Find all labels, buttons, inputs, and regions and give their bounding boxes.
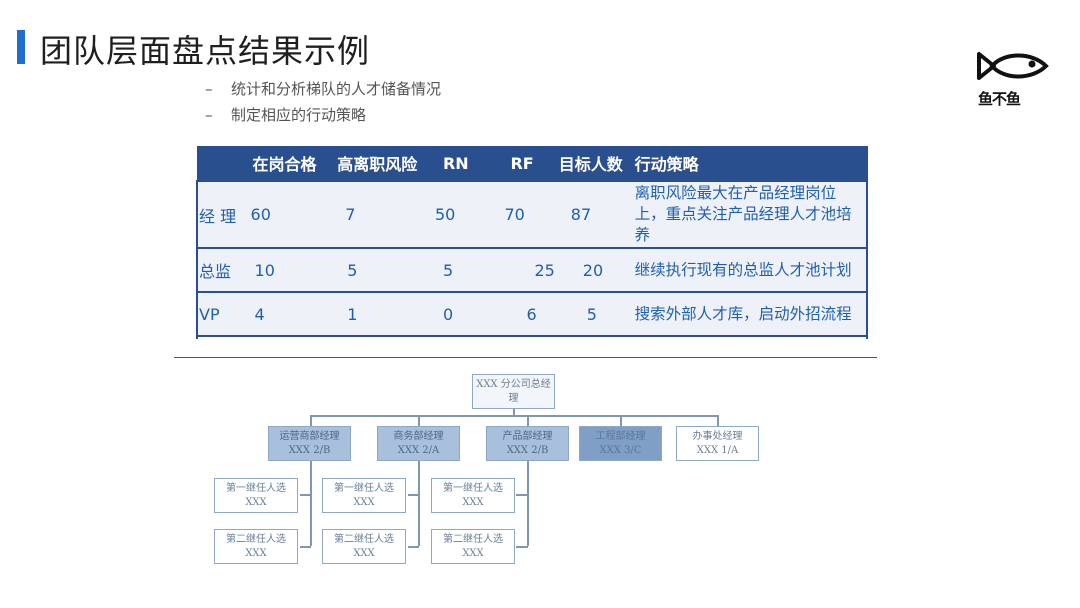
connector-line (408, 546, 419, 548)
org-department-box: 产品部经理 XXX 2/B (486, 426, 569, 461)
table-cell: 7 (335, 180, 435, 248)
strategy-cell: 搜索外部人才库，启动外招流程 (632, 291, 868, 337)
department-code: XXX 2/B (506, 444, 549, 456)
connector-line (310, 415, 718, 417)
department-code: XXX 3/C (599, 444, 642, 456)
table-cell: 0 (434, 291, 505, 337)
connector-line (408, 494, 419, 496)
connector-line (310, 460, 312, 546)
connector-line (300, 546, 311, 548)
successor-name: XXX (245, 496, 267, 508)
successor-label: 第二继任人选 (334, 533, 394, 545)
successor-box: 第二继任人选 XXX (214, 529, 298, 564)
bullet-list: –统计和分析梯队的人才储备情况 –制定相应的行动策略 (205, 78, 441, 130)
successor-name: XXX (462, 547, 484, 559)
table-cell: 4 (250, 291, 336, 337)
talent-summary-table: 在岗合格 高离职风险 RN RF 目标人数 行动策略 经 理 60 7 50 7… (197, 146, 868, 337)
connector-line (300, 494, 311, 496)
org-department-box: 运营商部经理 XXX 2/B (268, 426, 351, 461)
org-department-box: 工程部经理 XXX 3/C (579, 426, 662, 461)
table-cell: 5 (434, 247, 505, 292)
department-code: XXX 1/A (696, 444, 739, 456)
slide-title: 团队层面盘点结果示例 (40, 32, 371, 70)
department-name: 运营商部经理 (279, 430, 340, 442)
header-cell: 高离职风险 (335, 146, 435, 181)
table-cell: 25 (504, 247, 557, 292)
connector-line (513, 408, 515, 416)
section-divider (174, 357, 877, 358)
header-cell: 在岗合格 (250, 146, 336, 181)
header-cell: RN (434, 146, 505, 181)
successor-label: 第二继任人选 (443, 533, 503, 545)
header-cell (197, 146, 251, 181)
table-left-border (196, 180, 198, 339)
title-accent-bar (17, 30, 25, 64)
header-cell: 目标人数 (556, 146, 633, 181)
bullet-text: 统计和分析梯队的人才储备情况 (231, 80, 442, 98)
connector-line (717, 415, 719, 427)
department-code: XXX 2/B (288, 444, 331, 456)
department-name: 商务部经理 (393, 430, 444, 442)
connector-line (527, 460, 529, 546)
table-header-row: 在岗合格 高离职风险 RN RF 目标人数 行动策略 (197, 146, 868, 181)
table-row: 经 理 60 7 50 70 87 离职风险最大在产品经理岗位上，重点关注产品经… (197, 180, 868, 248)
table-cell: 87 (556, 180, 633, 248)
connector-line (516, 546, 528, 548)
bullet-item: –制定相应的行动策略 (205, 104, 441, 130)
successor-label: 第一继任人选 (334, 482, 394, 494)
connector-line (310, 415, 312, 427)
successor-box: 第一继任人选 XXX (431, 478, 515, 513)
row-label: VP (197, 291, 251, 337)
bullet-item: –统计和分析梯队的人才储备情况 (205, 78, 441, 104)
bullet-marker: – (205, 80, 213, 98)
department-name: 办事处经理 (692, 430, 743, 442)
bullet-marker: – (205, 106, 213, 124)
connector-line (418, 415, 420, 427)
row-label: 经 理 (197, 180, 251, 248)
connector-line (620, 415, 622, 427)
table-row: VP 4 1 0 6 5 搜索外部人才库，启动外招流程 (197, 291, 868, 337)
table-row: 总监 10 5 5 25 20 继续执行现有的总监人才池计划 (197, 247, 868, 292)
table-cell: 10 (250, 247, 336, 292)
successor-box: 第一继任人选 XXX (214, 478, 298, 513)
row-label: 总监 (197, 247, 251, 292)
table-cell: 5 (556, 291, 633, 337)
strategy-cell: 继续执行现有的总监人才池计划 (632, 247, 868, 292)
successor-name: XXX (245, 547, 267, 559)
successor-label: 第一继任人选 (226, 482, 286, 494)
table-right-border (866, 180, 868, 339)
successor-name: XXX (353, 496, 375, 508)
table-cell: 20 (556, 247, 633, 292)
connector-line (516, 494, 528, 496)
successor-name: XXX (353, 547, 375, 559)
table-cell: 70 (504, 180, 557, 248)
successor-label: 第二继任人选 (226, 533, 286, 545)
table-cell: 5 (335, 247, 435, 292)
department-code: XXX 2/A (397, 444, 440, 456)
table-cell: 50 (434, 180, 505, 248)
fish-logo-icon (977, 52, 1049, 80)
org-root-title-cont: 理 (508, 392, 519, 404)
connector-line (527, 415, 529, 427)
successor-name: XXX (462, 496, 484, 508)
bullet-text: 制定相应的行动策略 (231, 106, 367, 124)
table-cell: 6 (504, 291, 557, 337)
header-cell: 行动策略 (632, 146, 868, 181)
org-root-box: XXX 分公司总经 理 (472, 374, 555, 409)
org-root-title: XXX 分公司总经 (476, 378, 551, 390)
successor-box: 第二继任人选 XXX (431, 529, 515, 564)
org-department-box: 商务部经理 XXX 2/A (377, 426, 460, 461)
successor-box: 第一继任人选 XXX (322, 478, 406, 513)
table-cell: 1 (335, 291, 435, 337)
successor-label: 第一继任人选 (443, 482, 503, 494)
org-department-box: 办事处经理 XXX 1/A (676, 426, 759, 461)
strategy-cell: 离职风险最大在产品经理岗位上，重点关注产品经理人才池培养 (632, 180, 868, 248)
header-cell: RF (504, 146, 557, 181)
successor-box: 第二继任人选 XXX (322, 529, 406, 564)
table-cell: 60 (250, 180, 336, 248)
logo-text: 鱼不鱼 (978, 90, 1021, 108)
connector-line (418, 460, 420, 546)
department-name: 产品部经理 (502, 430, 553, 442)
department-name: 工程部经理 (595, 430, 646, 442)
